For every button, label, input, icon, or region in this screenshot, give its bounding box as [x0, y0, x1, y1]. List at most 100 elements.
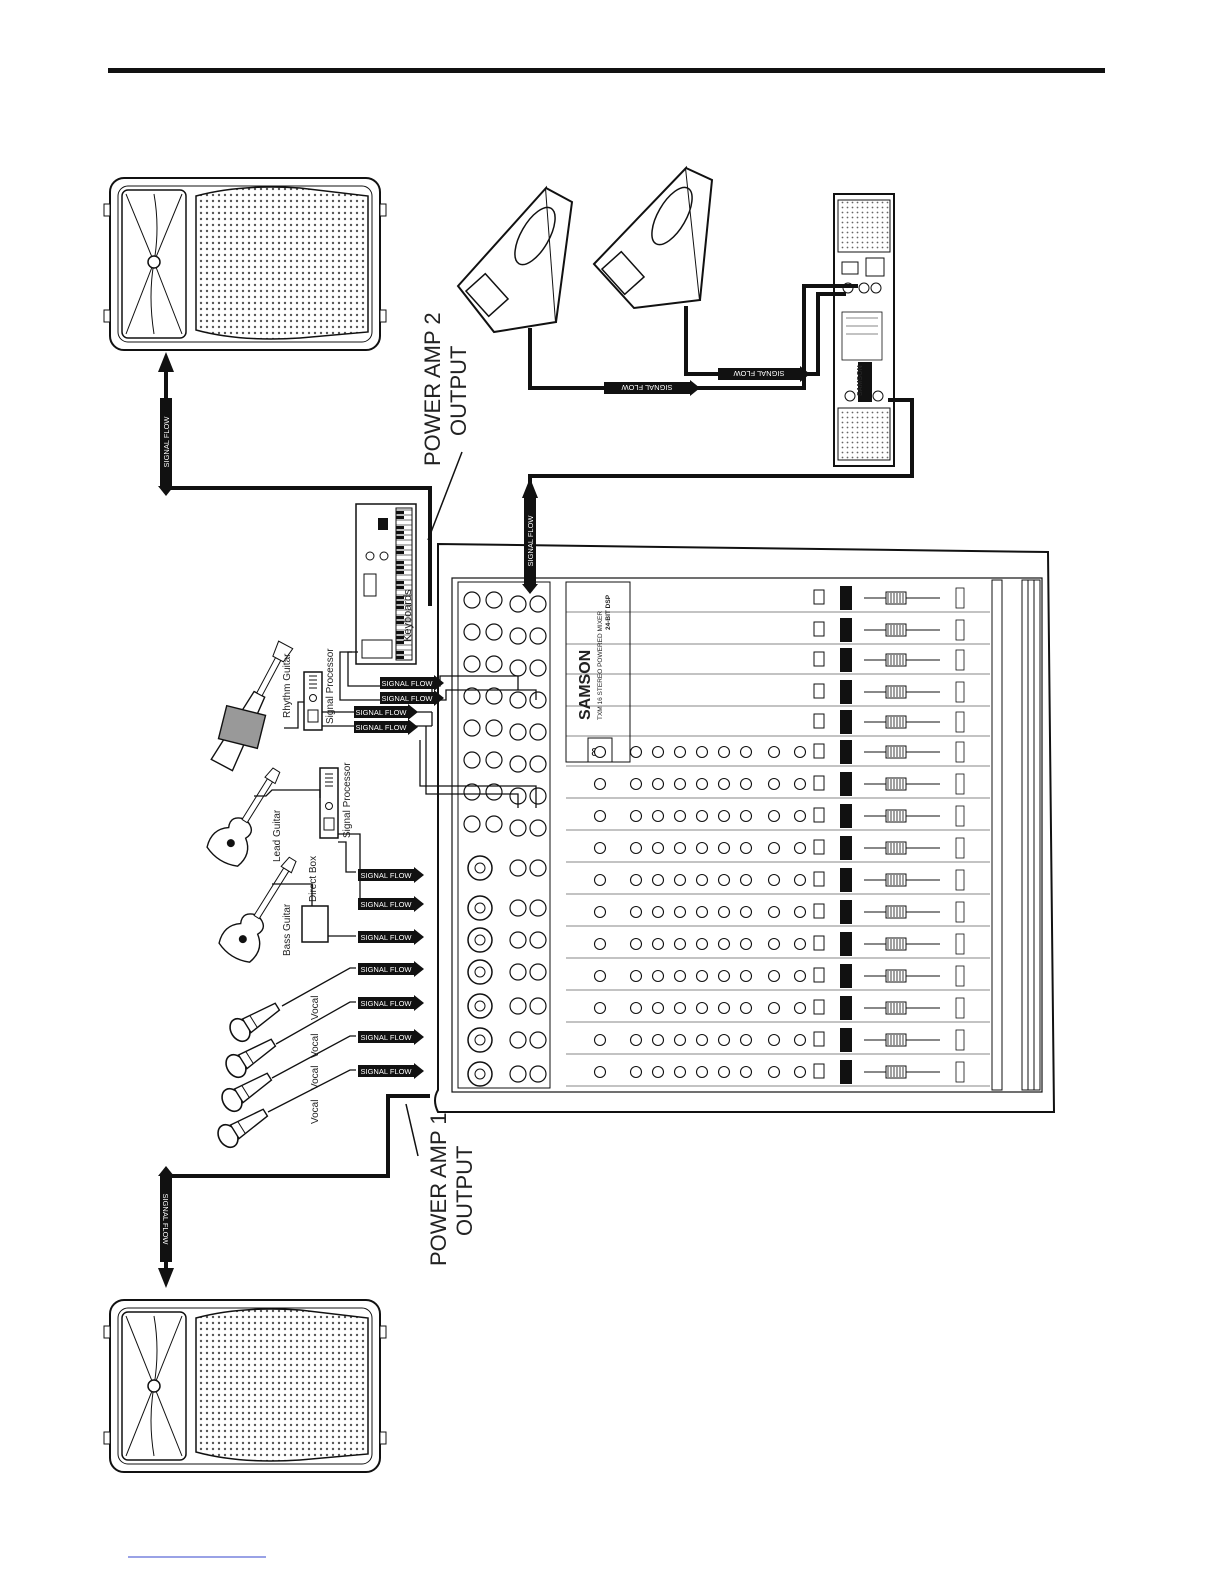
label-bass-guitar: Bass Guitar: [282, 903, 293, 956]
input-jack-row: [463, 719, 547, 741]
label-lead-guitar: Lead Guitar: [272, 809, 283, 862]
signal-flow-label: SIGNAL FLOW: [162, 416, 171, 468]
channel-strip: [566, 836, 990, 863]
vocal-microphone: [229, 1002, 281, 1043]
signal-flow-label: SIGNAL FLOW: [361, 900, 413, 909]
label-direct-box: Direct Box: [308, 856, 319, 902]
input-jack-row: [467, 993, 547, 1019]
monitor-wedge-right: [592, 165, 714, 310]
power-amp-2-line1: POWER AMP 2: [420, 312, 445, 466]
vocal-microphone: [225, 1038, 277, 1079]
signal-flow-main-bottom: SIGNAL FLOW: [158, 1166, 174, 1262]
signal-flow-label: SIGNAL FLOW: [382, 694, 434, 703]
signal-flow-label: SIGNAL FLOW: [361, 933, 413, 942]
signal-flow-keyboard-1: SIGNAL FLOW: [380, 675, 444, 691]
signal-flow-rhythm-1: SIGNAL FLOW: [354, 704, 418, 720]
signal-flow-label: SIGNAL FLOW: [361, 999, 413, 1008]
power-amp-1-line2: OUTPUT: [452, 1146, 477, 1236]
input-jack-row: [467, 1061, 547, 1087]
signal-flow-tags: SIGNAL FLOW SIGNAL FLOW SIGNAL FLOW SIGNAL …: [158, 366, 810, 1262]
monitor-wedge-left: [456, 185, 574, 334]
signal-flow-label: SIGNAL FLOW: [733, 369, 785, 378]
channel-strip: [566, 964, 990, 991]
label-vocal-3: Vocal: [310, 1034, 321, 1058]
signal-flow-label: SIGNAL FLOW: [161, 1194, 170, 1246]
channel-strip: [566, 1060, 990, 1087]
channel-strip: [566, 648, 990, 675]
input-jack-row: [467, 959, 547, 985]
label-vocal-4: Vocal: [310, 996, 321, 1020]
mixer-input-jacks: [463, 591, 547, 1087]
signal-flow-label: SIGNAL FLOW: [356, 723, 408, 732]
signal-flow-label: SIGNAL FLOW: [361, 965, 413, 974]
signal-flow-monitor-1: SIGNAL FLOW: [718, 366, 810, 382]
channel-strip: [566, 1028, 990, 1055]
signal-flow-lead: SIGNAL FLOW: [358, 867, 424, 883]
vocal-microphone: [217, 1108, 269, 1149]
vocal-microphones: [217, 1002, 281, 1149]
signal-flow-vocal-1: SIGNAL FLOW: [358, 1063, 424, 1079]
signal-flow-label: SIGNAL FLOW: [361, 1067, 413, 1076]
input-jack-row: [463, 815, 547, 837]
power-amp-1-line1: POWER AMP 1: [426, 1112, 451, 1266]
signal-flow-label: SIGNAL FLOW: [382, 679, 434, 688]
input-jack-row: [467, 895, 547, 921]
channel-strip: [566, 868, 990, 895]
mixer-channel-strips: [566, 586, 990, 1087]
input-jack-row: [467, 855, 547, 881]
rhythm-guitar: [210, 640, 294, 772]
mixer: SAMSON TXM 16 STEREO POWERED MIXER 24-BI…: [434, 542, 1056, 1113]
channel-strip: [566, 680, 990, 707]
signal-flow-vocal-2: SIGNAL FLOW: [358, 1029, 424, 1045]
input-jack-row: [467, 1027, 547, 1053]
signal-flow-label: SIGNAL FLOW: [361, 871, 413, 880]
vocal-microphone: [221, 1072, 273, 1113]
input-jack-row: [463, 751, 547, 773]
signal-processor-rhythm: [303, 671, 323, 731]
input-jack-row: [463, 687, 547, 709]
signal-flow-bass: SIGNAL FLOW: [358, 896, 424, 912]
signal-flow-label: SIGNAL FLOW: [621, 383, 673, 392]
signal-wires: [158, 284, 914, 1288]
input-jack-row: [463, 591, 547, 613]
channel-strip: [566, 996, 990, 1023]
main-speaker-top: [103, 177, 387, 351]
channel-strip: [566, 900, 990, 927]
bass-guitar: [218, 856, 297, 963]
power-amp-2-line2: OUTPUT: [446, 346, 471, 436]
amp-brand: SAMSON: [857, 365, 864, 396]
signal-flow-label: SIGNAL FLOW: [526, 515, 535, 567]
mixer-model: TXM 16 STEREO POWERED MIXER: [597, 611, 604, 720]
channel-strip: [566, 740, 990, 767]
signal-flow-main-top: SIGNAL FLOW: [158, 398, 174, 496]
mixer-brand: SAMSON: [577, 650, 594, 720]
main-speaker-bottom: [103, 1299, 387, 1473]
channel-strip: [566, 710, 990, 737]
label-keyboards: Keyboards: [402, 589, 414, 642]
label-vocal-1: Vocal: [310, 1100, 321, 1124]
channel-strip: [566, 772, 990, 799]
signal-flow-vocal-3: SIGNAL FLOW: [358, 995, 424, 1011]
signal-flow-label: SIGNAL FLOW: [356, 708, 408, 717]
label-signal-processor-lead: Signal Processor: [342, 762, 353, 838]
channel-strip: [566, 586, 990, 613]
signal-flow-rhythm-2: SIGNAL FLOW: [354, 719, 418, 735]
channel-strip: [566, 804, 990, 831]
direct-box: [301, 905, 329, 943]
signal-flow-monitor-2: SIGNAL FLOW: [604, 380, 700, 396]
label-signal-processor-rhythm: Signal Processor: [325, 648, 336, 724]
signal-flow-label: SIGNAL FLOW: [361, 1033, 413, 1042]
signal-flow-keyboard-2: SIGNAL FLOW: [380, 690, 444, 706]
signal-flow-vocal-4: SIGNAL FLOW: [358, 961, 424, 977]
signal-flow-direct: SIGNAL FLOW: [358, 929, 424, 945]
label-vocal-2: Vocal: [310, 1066, 321, 1090]
lead-guitar: [206, 767, 281, 867]
top-rule: [108, 68, 1105, 73]
signal-flow-to-amp: SIGNAL FLOW: [522, 498, 538, 594]
keyboard-instrument: [355, 503, 417, 665]
label-rhythm-guitar: Rhythm Guitar: [282, 653, 293, 718]
channel-strip: [566, 932, 990, 959]
channel-strip: [566, 618, 990, 645]
signal-processor-lead: [319, 767, 339, 839]
